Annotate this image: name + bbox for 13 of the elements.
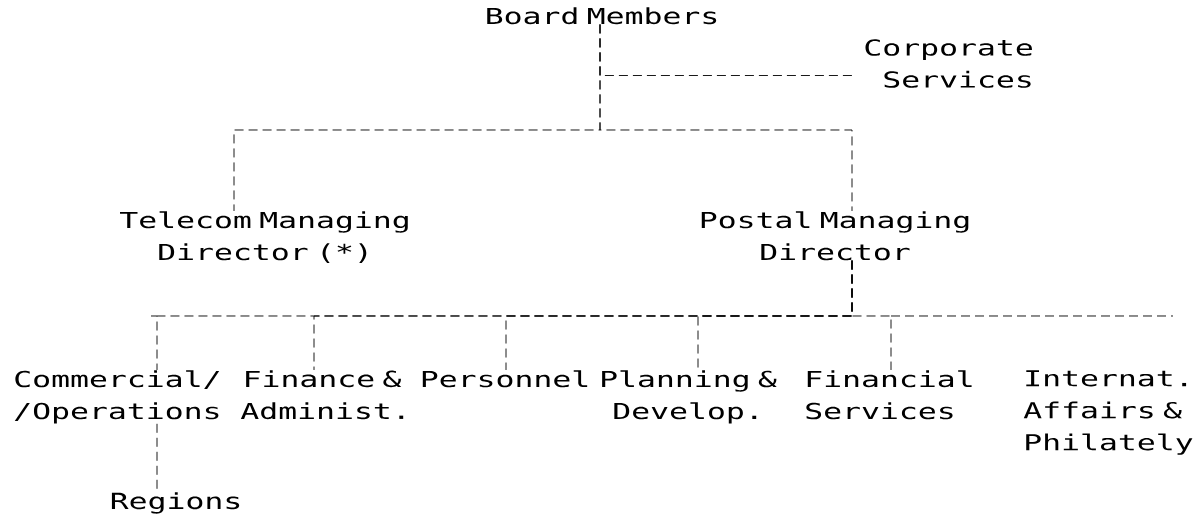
unit-label: Personnel [422,370,588,388]
unit-label: Financial Services [806,370,972,420]
unit-label: Telecom Managing Director (*) [120,211,408,263]
unit-label: Corporate Services [865,39,1032,88]
connector-line [851,260,892,371]
unit-label: Postal Managing Director [701,211,969,261]
unit-label: Finance & Administ. [240,370,404,420]
unit-label: Board Members [487,7,717,25]
unit-label: Regions [111,492,240,514]
unit-label: Planning & Develop. [602,370,777,424]
unit-label: Commercial/ /Operations [14,370,220,424]
unit-label: Internat. Affairs & Philately [1023,370,1193,455]
connector-line [599,23,853,212]
